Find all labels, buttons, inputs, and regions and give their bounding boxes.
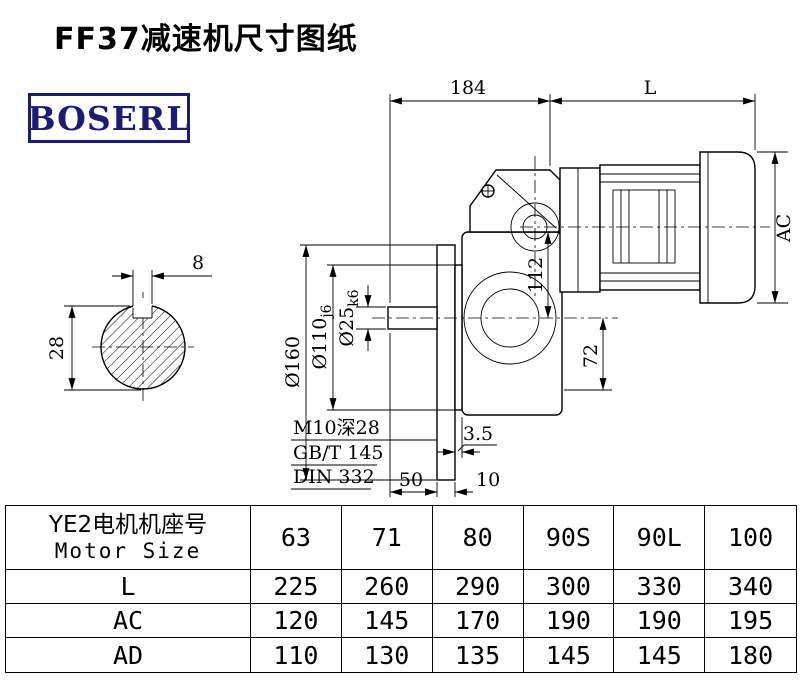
dim-label-shaft-diameter: Ø25k6 <box>336 289 362 346</box>
centerlines <box>372 156 770 319</box>
dim-label-72: 72 <box>580 344 602 368</box>
shaft-section-view: 8 28 <box>46 252 212 402</box>
motor-size-col: 80 <box>432 506 524 570</box>
note-tapped-hole: M10深28 <box>293 417 380 439</box>
table-cell: 120 <box>251 604 342 638</box>
dim-label-keyway-width: 8 <box>192 252 204 274</box>
fan-cover <box>699 151 756 304</box>
dim-label-3-5: 3.5 <box>463 423 493 445</box>
dim-184-L: 184 L <box>389 77 756 303</box>
table-cell: 130 <box>342 638 433 672</box>
motor-body <box>599 164 701 291</box>
dim-label-112: 112 <box>525 257 547 293</box>
table-cell: 145 <box>614 638 706 672</box>
spec-table: YE2电机机座号 Motor Size 63 71 80 90S 90L 100… <box>5 505 797 673</box>
brand-logo: BOSERL <box>28 93 190 143</box>
table-cell: 190 <box>614 604 706 638</box>
table-cell: 170 <box>432 604 524 638</box>
dim-label-184: 184 <box>450 77 486 99</box>
row-label-AC: AC <box>6 604 251 638</box>
table-cell: 340 <box>705 570 796 604</box>
dim-label-spigot-diameter: Ø110j6 <box>309 304 335 369</box>
table-cell: 290 <box>432 570 524 604</box>
note-gbt-standard: GB/T 145 <box>293 442 384 464</box>
row-label-AD: AD <box>6 638 251 672</box>
dim-AC: AC <box>757 151 795 304</box>
technical-drawing: 184 L AC Ø160 Ø110j6 Ø25k6 <box>46 77 795 497</box>
table-cell: 190 <box>523 604 615 638</box>
motor-size-col: 71 <box>341 506 433 570</box>
table-cell: 225 <box>251 570 342 604</box>
flange-spigot <box>454 264 463 411</box>
dim-label-AC: AC <box>773 214 795 243</box>
table-cell: 195 <box>705 604 796 638</box>
motor-size-col: 63 <box>251 506 342 570</box>
table-header-motor-size: YE2电机机座号 Motor Size <box>6 506 251 570</box>
dim-label-10: 10 <box>476 469 500 491</box>
note-din-standard: DIN 332 <box>293 466 375 488</box>
table-cell: 300 <box>523 570 615 604</box>
dim-label-keyway-height: 28 <box>46 336 68 360</box>
dim-label-L: L <box>644 77 657 99</box>
table-cell: 145 <box>341 604 433 638</box>
table-header-en: Motor Size <box>54 538 202 563</box>
table-cell: 135 <box>433 638 524 672</box>
table-cell: 180 <box>728 640 774 670</box>
dim-72: 72 <box>564 318 612 391</box>
table-header-cn: YE2电机机座号 <box>48 512 208 539</box>
dim-label-flange-diameter: Ø160 <box>282 336 304 388</box>
table-cell: 145 <box>524 638 615 672</box>
motor-size-col: 90L <box>614 506 706 570</box>
dim-112: 112 <box>525 232 552 318</box>
page-title: FF37减速机尺寸图纸 <box>54 22 358 57</box>
row-label-L: L <box>6 570 251 604</box>
motor-size-col: 90S <box>523 506 615 570</box>
motor-size-col: 100 <box>705 506 796 570</box>
table-cell: 110 <box>251 638 342 672</box>
table-cell: 330 <box>614 570 706 604</box>
dim-label-50: 50 <box>399 469 423 491</box>
motor-adapter-flange <box>559 167 601 293</box>
dim-diameters: Ø160 Ø110j6 Ø25k6 <box>282 244 454 481</box>
table-cell: 260 <box>341 570 433 604</box>
output-flange <box>436 244 456 481</box>
center-hole-notes: M10深28 GB/T 145 DIN 332 <box>291 417 437 490</box>
dim-bottom: 50 10 3.5 <box>389 333 500 497</box>
motor <box>559 151 756 304</box>
